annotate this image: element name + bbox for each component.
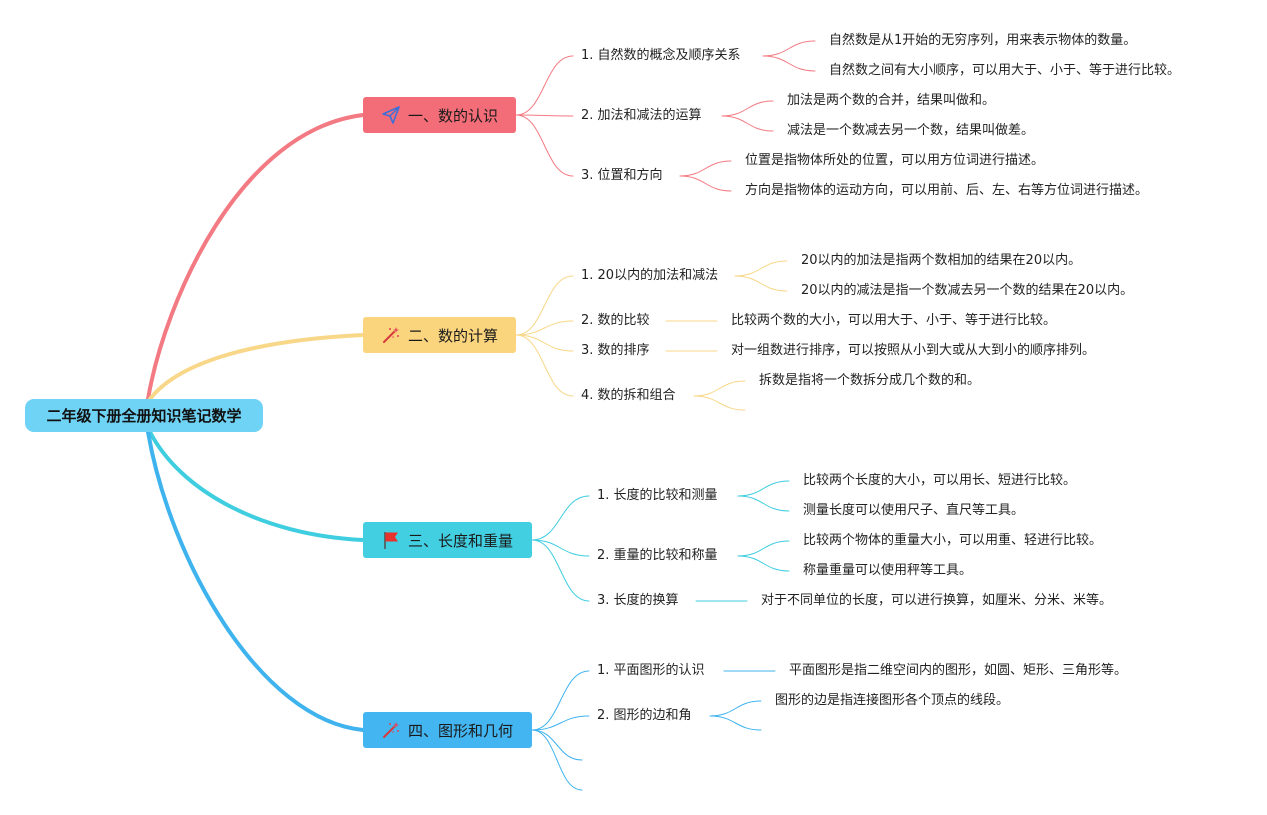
branch-connector	[515, 320, 574, 336]
leaf-note[interactable]: 方向是指物体的运动方向，可以用前、后、左、右等方位词进行描述。	[745, 183, 1149, 198]
leaf-connector	[737, 555, 790, 572]
branch-connector	[515, 114, 574, 117]
leaf-connector	[734, 260, 788, 277]
leaf-note[interactable]: 20以内的减法是指一个数减去另一个数的结果在20以内。	[801, 283, 1134, 298]
leaf-connector	[737, 480, 790, 497]
root-topic[interactable]: 二年级下册全册知识笔记数学	[25, 399, 263, 432]
branch-connector	[531, 539, 590, 557]
branch-topic-length-weight[interactable]: 三、长度和重量	[363, 522, 532, 558]
branch-connector	[515, 275, 574, 336]
sub-topic[interactable]: 2. 重量的比较和称量	[597, 548, 718, 563]
leaf-note[interactable]: 减法是一个数减去另一个数，结果叫做差。	[787, 123, 1035, 138]
branch-connector	[531, 715, 590, 731]
branch-connector	[515, 114, 574, 177]
branch-label: 一、数的认识	[408, 106, 499, 125]
sub-topic[interactable]: 1. 长度的比较和测量	[597, 488, 718, 503]
leaf-note[interactable]: 比较两个物体的重量大小，可以用重、轻进行比较。	[803, 533, 1103, 548]
sub-topic[interactable]: 4. 数的拆和组合	[581, 388, 676, 403]
leaf-note[interactable]: 对于不同单位的长度，可以进行换算，如厘米、分米、米等。	[761, 593, 1113, 608]
branch-connector	[531, 670, 590, 731]
root-topic-label: 二年级下册全册知识笔记数学	[46, 407, 242, 425]
sub-topic[interactable]: 3. 数的排序	[581, 343, 650, 358]
leaf-connector	[679, 175, 732, 192]
branch-connector	[531, 729, 583, 791]
leaf-connector	[721, 100, 774, 117]
leaf-note[interactable]: 加法是两个数的合并，结果叫做和。	[787, 93, 996, 108]
leaf-note[interactable]: 称量重量可以使用秤等工具。	[803, 563, 973, 578]
leaf-note[interactable]: 比较两个长度的大小，可以用长、短进行比较。	[803, 473, 1077, 488]
sub-topic[interactable]: 2. 图形的边和角	[597, 708, 692, 723]
branch-connector	[515, 334, 574, 397]
leaf-note[interactable]: 自然数之间有大小顺序，可以用大于、小于、等于进行比较。	[829, 63, 1181, 78]
leaf-note[interactable]: 拆数是指将一个数拆分成几个数的和。	[759, 373, 981, 388]
paper-plane-icon	[381, 105, 401, 125]
branch-connector	[531, 729, 583, 761]
branch-topic-shapes-geometry[interactable]: 四、图形和几何	[363, 712, 532, 748]
leaf-note[interactable]: 平面图形是指二维空间内的图形，如圆、矩形、三角形等。	[789, 663, 1128, 678]
leaf-connector	[693, 380, 746, 397]
branch-label: 三、长度和重量	[408, 531, 514, 550]
branch-label: 四、图形和几何	[408, 721, 514, 740]
leaf-note[interactable]: 图形的边是指连接图形各个顶点的线段。	[775, 693, 1010, 708]
branch-topic-number-calculation[interactable]: 二、数的计算	[363, 317, 516, 353]
leaf-connector	[737, 495, 790, 512]
root-connector-4	[146, 430, 365, 732]
sub-topic[interactable]: 3. 长度的换算	[597, 593, 679, 608]
leaf-connector	[762, 40, 816, 57]
leaf-note[interactable]: 自然数是从1开始的无穷序列，用来表示物体的数量。	[829, 33, 1137, 48]
sub-topic[interactable]: 2. 数的比较	[581, 313, 650, 328]
leaf-note[interactable]: 位置是指物体所处的位置，可以用方位词进行描述。	[745, 153, 1045, 168]
branch-topic-number-recognition[interactable]: 一、数的认识	[363, 97, 516, 133]
leaf-note[interactable]: 比较两个数的大小，可以用大于、小于、等于进行比较。	[731, 313, 1057, 328]
leaf-note[interactable]: 测量长度可以使用尺子、直尺等工具。	[803, 503, 1025, 518]
leaf-connector	[734, 275, 788, 292]
sub-topic[interactable]: 1. 20以内的加法和减法	[581, 268, 719, 283]
leaf-connector	[762, 55, 816, 72]
branch-connector	[515, 334, 574, 352]
branch-connector	[531, 495, 590, 541]
sub-topic[interactable]: 3. 位置和方向	[581, 168, 663, 183]
leaf-connector	[693, 395, 746, 411]
sub-topic[interactable]: 1. 平面图形的认识	[597, 663, 705, 678]
sub-topic[interactable]: 1. 自然数的概念及顺序关系	[581, 48, 741, 63]
magic-wand-icon	[381, 325, 401, 345]
magic-wand-icon	[381, 720, 401, 740]
leaf-connector	[679, 160, 732, 177]
leaf-note[interactable]: 对一组数进行排序，可以按照从小到大或从大到小的顺序排列。	[731, 343, 1096, 358]
leaf-note[interactable]: 20以内的加法是指两个数相加的结果在20以内。	[801, 253, 1082, 268]
branch-label: 二、数的计算	[408, 326, 499, 345]
leaf-connector	[737, 540, 790, 557]
branch-connector	[515, 55, 574, 116]
red-flag-icon	[381, 530, 401, 550]
leaf-connector	[709, 715, 762, 731]
root-connector-2	[148, 333, 365, 401]
leaf-connector	[721, 115, 774, 132]
branch-connector	[531, 539, 590, 602]
root-connector-1	[146, 113, 365, 401]
sub-topic[interactable]: 2. 加法和减法的运算	[581, 108, 702, 123]
leaf-connector	[709, 700, 762, 717]
root-connector-3	[148, 430, 365, 542]
